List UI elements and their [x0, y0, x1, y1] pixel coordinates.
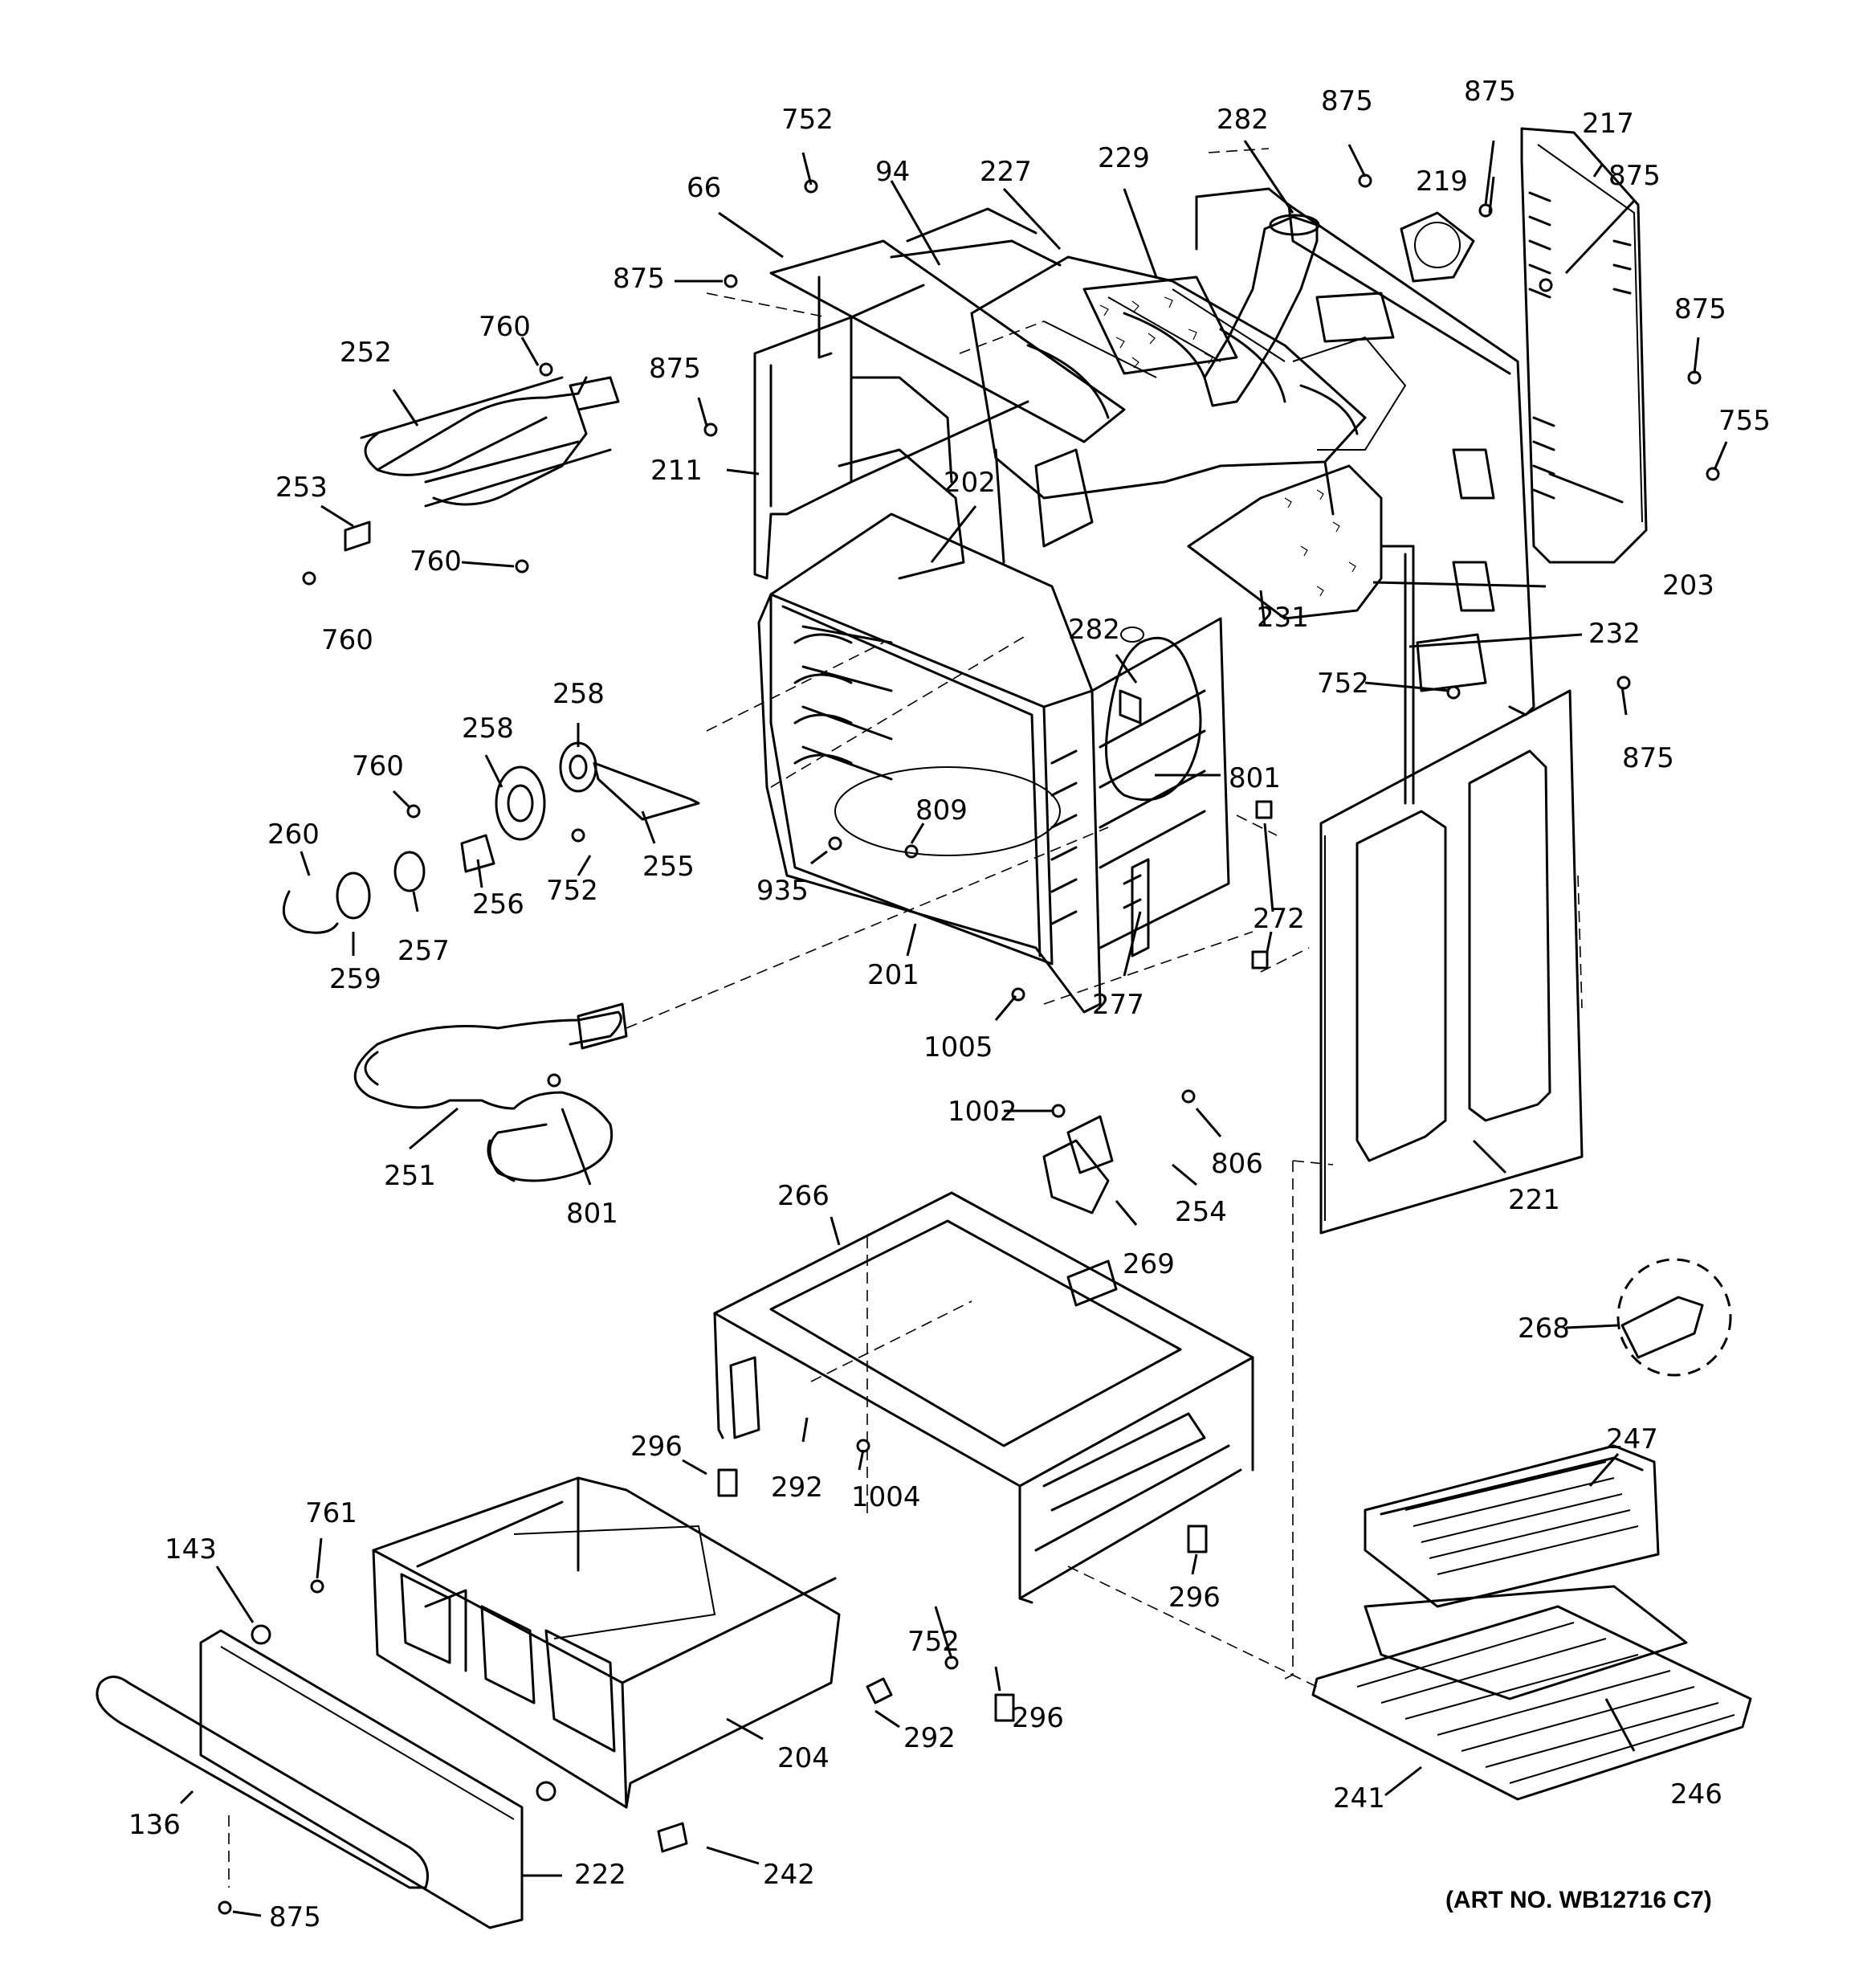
callout-242: 242 [763, 1859, 815, 1891]
oven-shell-drawing [753, 284, 1029, 580]
callout-296-a: 296 [630, 1431, 683, 1463]
fasteners [218, 173, 1720, 1915]
callout-268: 268 [1518, 1312, 1570, 1345]
callout-875-b: 875 [1464, 76, 1516, 108]
callout-875-a: 875 [1321, 85, 1373, 117]
callout-282-lower: 282 [1068, 614, 1120, 646]
callout-253: 253 [275, 471, 328, 504]
oven-liner-drawing [757, 512, 1230, 1014]
callout-202: 202 [944, 467, 996, 499]
callout-66: 66 [687, 172, 721, 204]
callout-875-d: 875 [1674, 293, 1726, 325]
callout-272: 272 [1253, 903, 1305, 935]
callout-94: 94 [875, 156, 910, 188]
callout-254: 254 [1175, 1196, 1227, 1228]
callout-809: 809 [915, 794, 968, 827]
callout-760-c: 760 [321, 624, 373, 656]
callout-875-g: 875 [1622, 742, 1674, 774]
callout-219: 219 [1416, 165, 1468, 198]
callout-247: 247 [1606, 1423, 1658, 1455]
callout-143: 143 [165, 1533, 217, 1565]
callout-136: 136 [128, 1809, 181, 1841]
callout-203: 203 [1662, 569, 1714, 602]
drawer-front-drawing [96, 1624, 893, 1929]
bake-element-drawing [353, 1002, 628, 1182]
drawer-drawing [372, 1476, 841, 1809]
broil-element-drawing [344, 376, 620, 552]
callout-760-d: 760 [352, 750, 404, 782]
callout-232: 232 [1588, 618, 1641, 650]
callout-1005: 1005 [923, 1031, 993, 1063]
callout-806: 806 [1211, 1148, 1263, 1180]
callout-204: 204 [777, 1742, 830, 1774]
callout-241: 241 [1333, 1782, 1385, 1815]
callout-211: 211 [650, 455, 703, 487]
callout-255: 255 [642, 851, 695, 883]
callout-875-h: 875 [269, 1901, 321, 1933]
callout-231: 231 [1257, 602, 1309, 634]
callout-258-a: 258 [552, 678, 605, 710]
callout-801-b: 801 [566, 1198, 618, 1230]
callout-752-b: 752 [1317, 667, 1369, 700]
callout-292-b: 292 [903, 1722, 956, 1754]
callout-1004: 1004 [851, 1481, 921, 1513]
callout-266: 266 [777, 1180, 830, 1212]
sensor-clip-drawing [1616, 1258, 1732, 1377]
side-panel-217-drawing [1520, 127, 1648, 564]
lower-frame-drawing [713, 1115, 1254, 1604]
callout-296-b: 296 [1168, 1582, 1221, 1614]
callout-292-a: 292 [771, 1472, 823, 1504]
callout-277: 277 [1092, 989, 1144, 1021]
callout-251: 251 [384, 1160, 436, 1192]
callout-201: 201 [867, 959, 919, 991]
alignment-lines [228, 148, 1583, 1888]
callout-935: 935 [756, 875, 809, 907]
light-assembly-drawing [282, 741, 700, 934]
broiler-pan-drawing [1311, 1444, 1752, 1801]
callout-260: 260 [267, 818, 320, 851]
callout-875-c: 875 [1608, 160, 1661, 192]
vent-duct-drawing [1203, 214, 1320, 407]
callout-258-b: 258 [462, 712, 514, 745]
callout-282-top: 282 [1217, 104, 1269, 136]
callout-252: 252 [340, 337, 392, 369]
callout-875-f: 875 [649, 353, 701, 385]
callout-755: 755 [1718, 405, 1771, 437]
callout-246: 246 [1670, 1778, 1722, 1810]
callout-752-d: 752 [907, 1626, 960, 1658]
callout-801-a: 801 [1229, 762, 1281, 794]
callout-217: 217 [1582, 108, 1634, 140]
flue-gasket-drawing [1105, 627, 1202, 802]
top-insulation-drawing [970, 255, 1367, 564]
callout-269: 269 [1123, 1248, 1175, 1280]
side-panel-221-drawing [1319, 689, 1584, 1235]
callout-760-a: 760 [479, 311, 531, 343]
callout-259: 259 [329, 963, 381, 995]
callout-760-b: 760 [410, 545, 462, 578]
callout-256: 256 [472, 888, 524, 921]
callout-752-c: 752 [546, 875, 598, 907]
callout-227: 227 [980, 156, 1032, 188]
callout-229: 229 [1098, 142, 1150, 174]
top-brace-drawing [769, 207, 1126, 443]
callout-296-c: 296 [1012, 1702, 1064, 1734]
callout-752: 752 [781, 104, 834, 136]
callout-221: 221 [1508, 1184, 1560, 1216]
callout-222: 222 [574, 1859, 626, 1891]
callout-labels: 752 66 94 227 229 282 875 875 219 217 87… [128, 76, 1771, 1933]
rear-panel-drawing [1195, 187, 1535, 805]
art-number: (ART NO. WB12716 C7) [1445, 1887, 1712, 1913]
bracket-277-drawing [1123, 800, 1273, 970]
callout-1002: 1002 [948, 1096, 1017, 1128]
callout-761: 761 [305, 1497, 357, 1529]
insulation-blanket-229-drawing [1082, 276, 1238, 375]
insulation-231-drawing [1187, 464, 1415, 805]
callout-875-e: 875 [613, 263, 665, 295]
leader-lines [179, 140, 1728, 1917]
callout-257: 257 [397, 935, 450, 967]
